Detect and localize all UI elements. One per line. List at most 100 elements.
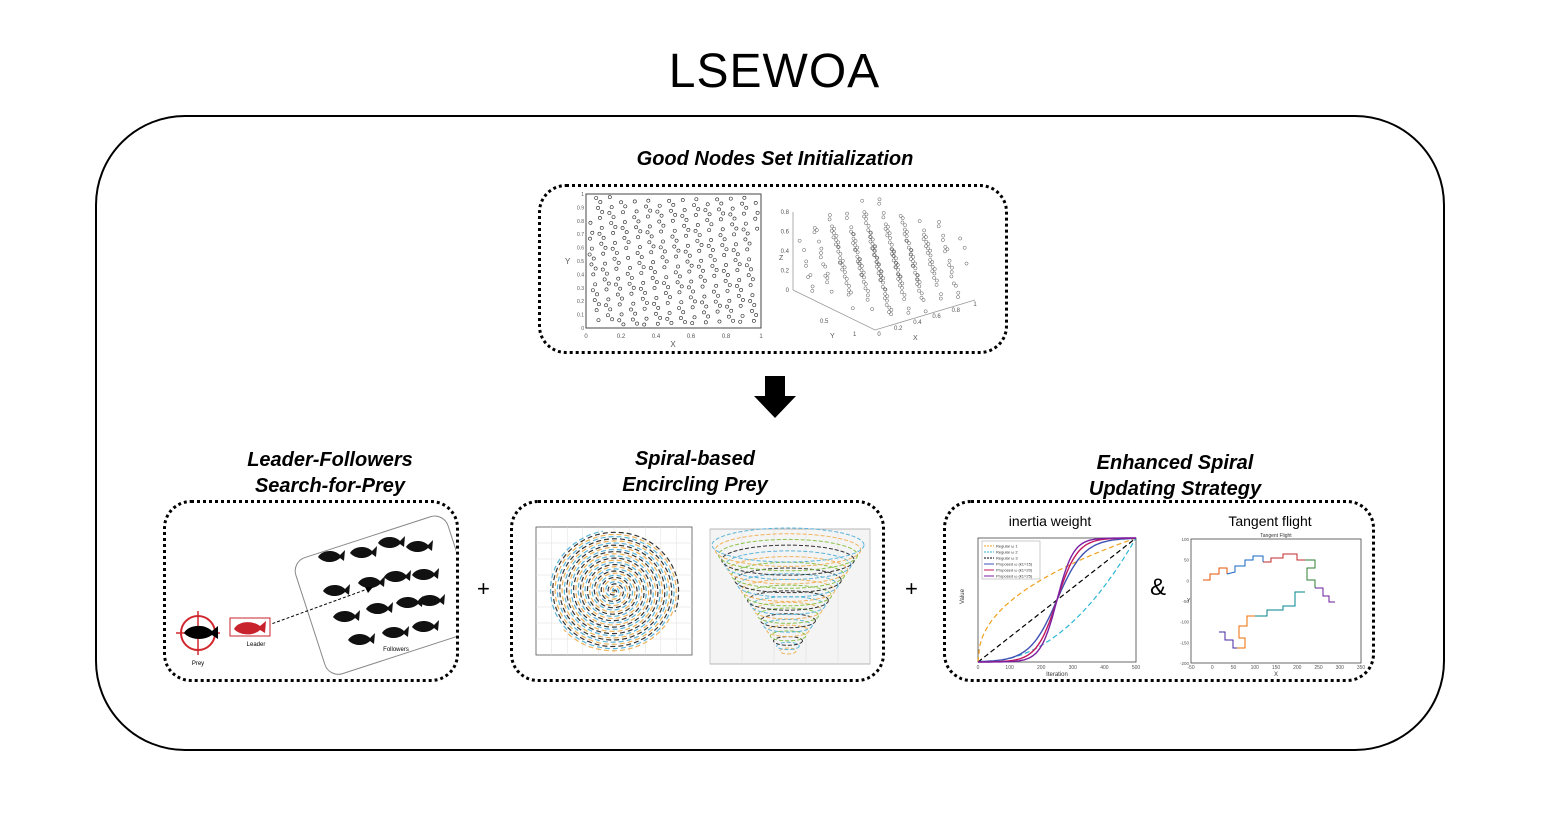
cone-ring bbox=[753, 601, 823, 620]
plot3d-z-tick: 0.6 bbox=[781, 230, 790, 236]
node-point bbox=[913, 261, 917, 266]
node-point bbox=[891, 258, 896, 263]
node-point bbox=[892, 254, 896, 258]
node-point bbox=[717, 319, 722, 324]
node-point bbox=[596, 302, 601, 307]
node-point bbox=[641, 281, 646, 285]
node-point bbox=[836, 245, 841, 250]
cone-ring bbox=[743, 584, 833, 607]
node-point bbox=[654, 280, 659, 285]
node-point bbox=[680, 198, 685, 202]
node-point bbox=[904, 234, 909, 239]
node-point bbox=[658, 315, 663, 320]
node-point bbox=[611, 215, 616, 220]
plot3d-x-tick: 0.4 bbox=[913, 320, 922, 326]
cone-ring bbox=[737, 573, 839, 598]
node-point bbox=[724, 263, 728, 267]
flight-path-segment bbox=[1237, 615, 1255, 649]
tangent-x-tick: 350 bbox=[1357, 665, 1365, 671]
node-point bbox=[727, 283, 732, 287]
node-point bbox=[722, 253, 727, 257]
node-point bbox=[610, 246, 615, 251]
node-point bbox=[718, 233, 723, 238]
node-point bbox=[910, 263, 915, 268]
node-point bbox=[915, 273, 920, 277]
node-point bbox=[949, 270, 954, 274]
tangent-x-tick: 250 bbox=[1314, 665, 1323, 671]
node-point bbox=[836, 244, 840, 249]
node-point bbox=[677, 306, 681, 311]
node-point bbox=[878, 273, 883, 278]
node-point bbox=[881, 276, 886, 281]
node-point bbox=[742, 211, 746, 216]
node-point bbox=[717, 303, 722, 308]
spiral-path bbox=[554, 533, 677, 652]
node-point bbox=[873, 244, 878, 249]
node-point bbox=[872, 248, 877, 253]
node-point bbox=[866, 228, 871, 233]
node-point bbox=[725, 288, 730, 293]
flight-path-segment bbox=[1255, 591, 1305, 617]
node-point bbox=[923, 309, 928, 314]
node-point bbox=[924, 239, 929, 244]
node-point bbox=[627, 281, 632, 286]
tangent-y-tick: 0 bbox=[1186, 578, 1189, 583]
node-point bbox=[879, 278, 883, 283]
node-point bbox=[828, 213, 832, 217]
node-point bbox=[887, 240, 892, 245]
node-point bbox=[655, 321, 660, 326]
good-nodes-3d-plot: 00.20.40.60.8 00.20.40.60.81 Z Y X 0.5 1 bbox=[779, 197, 977, 342]
node-point bbox=[602, 277, 607, 282]
node-point bbox=[825, 271, 830, 276]
node-point bbox=[647, 240, 652, 245]
node-point bbox=[877, 197, 882, 202]
node-point bbox=[694, 197, 699, 202]
node-point bbox=[887, 305, 892, 310]
node-point bbox=[900, 216, 905, 221]
node-point bbox=[915, 277, 919, 282]
follower-whale-icon bbox=[412, 568, 439, 581]
node-point bbox=[879, 274, 884, 278]
node-point bbox=[752, 303, 757, 307]
node-point bbox=[808, 273, 813, 277]
node-point bbox=[898, 274, 902, 279]
node-point bbox=[954, 283, 958, 288]
node-point bbox=[689, 279, 694, 284]
node-point bbox=[836, 240, 841, 245]
node-point bbox=[621, 322, 626, 327]
leader-followers-illustration: Prey Leader Followers bbox=[176, 515, 456, 675]
cone-ring bbox=[740, 578, 836, 602]
plot2d-y-tick: 0 bbox=[581, 326, 584, 332]
node-point bbox=[843, 270, 847, 275]
follower-whale-icon bbox=[382, 626, 409, 639]
inertia-x-tick: 0 bbox=[977, 665, 980, 671]
spiral-path bbox=[552, 531, 680, 648]
inertia-x-label: Iteration bbox=[1046, 672, 1068, 678]
node-point bbox=[601, 251, 606, 256]
node-point bbox=[661, 223, 666, 228]
node-point bbox=[741, 227, 746, 232]
tangent-plot-title: Tangent Flight bbox=[1260, 533, 1292, 539]
node-point bbox=[624, 246, 629, 250]
node-point bbox=[719, 201, 724, 206]
node-point bbox=[596, 318, 601, 323]
node-point bbox=[614, 266, 619, 271]
node-point bbox=[626, 256, 631, 260]
good-nodes-box bbox=[538, 184, 1008, 354]
node-point bbox=[898, 274, 903, 279]
node-point bbox=[797, 238, 802, 243]
node-point bbox=[675, 280, 680, 285]
node-point bbox=[849, 290, 853, 295]
node-point bbox=[845, 211, 849, 216]
plot2d-y-tick: 0.2 bbox=[577, 299, 584, 305]
node-point bbox=[696, 264, 701, 269]
node-point bbox=[857, 266, 862, 270]
node-point bbox=[613, 225, 618, 229]
node-point bbox=[622, 220, 627, 225]
node-point bbox=[947, 258, 952, 263]
plot2d-y-tick: 0.4 bbox=[577, 272, 584, 278]
node-point bbox=[950, 265, 954, 270]
cone-ring bbox=[760, 613, 816, 629]
node-point bbox=[818, 255, 823, 260]
node-point bbox=[738, 319, 743, 324]
